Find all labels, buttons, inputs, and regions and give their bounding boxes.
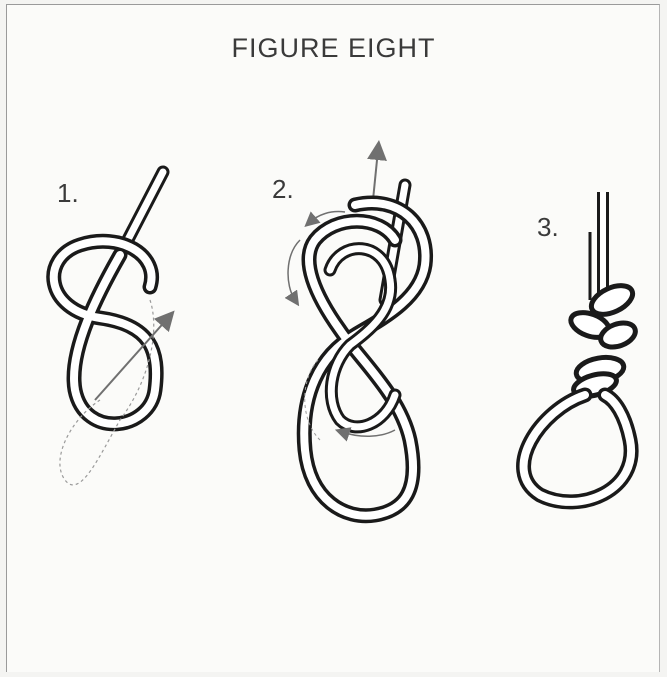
step-1-knot xyxy=(54,172,168,485)
step-3-knot xyxy=(524,192,639,502)
step-2-knot xyxy=(288,150,426,516)
